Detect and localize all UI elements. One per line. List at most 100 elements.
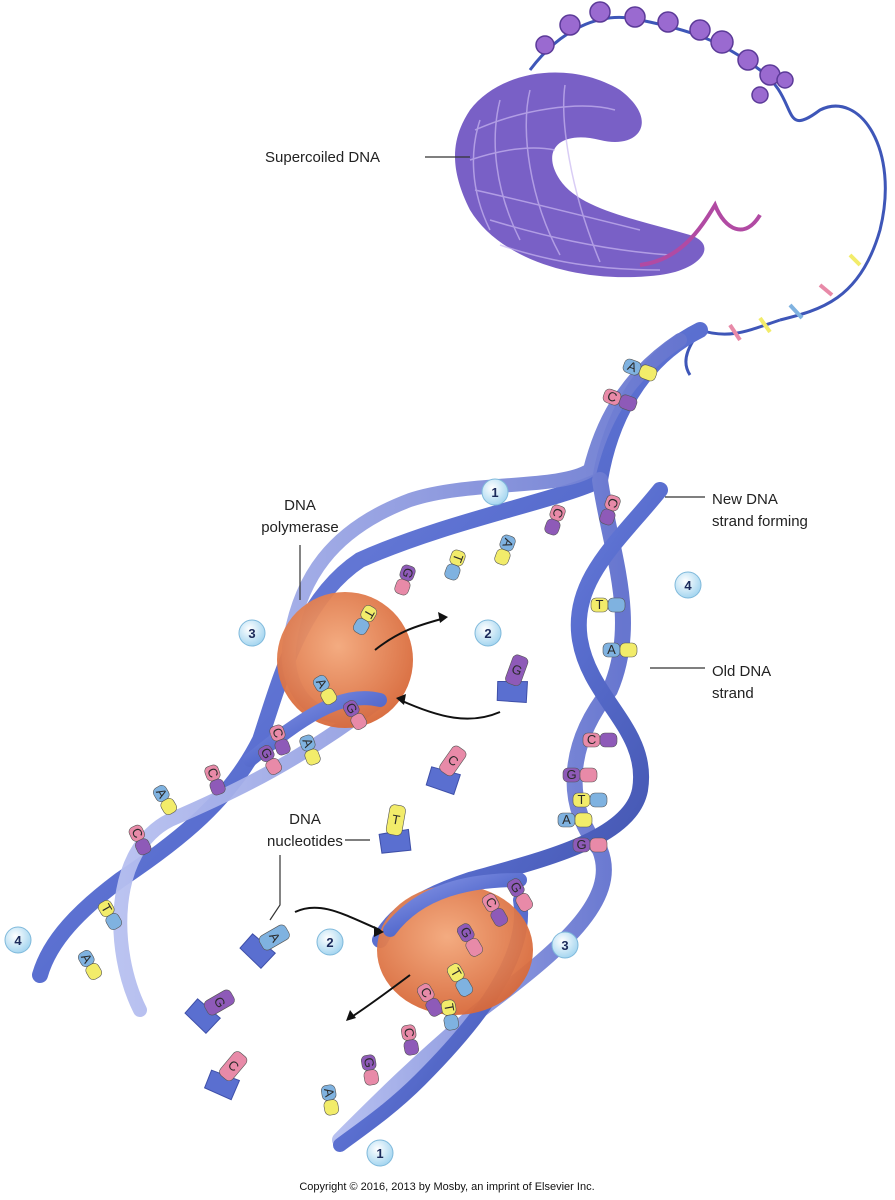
base-letter: C [401,1027,417,1039]
right-base-pair: A [622,358,658,382]
supercoiled-dna [455,1,887,376]
step-badge: 1 [366,1139,394,1167]
label-supercoiled-dna: Supercoiled DNA [265,149,380,166]
step-badge: 2 [474,619,502,647]
right-base-pair: C [582,732,618,748]
free-nucleotide: G [496,654,529,704]
step-badge-number: 3 [248,626,255,641]
base-letter: T [596,597,604,612]
label-new-strand-line2: strand forming [712,513,808,530]
lower-base-pair: T [440,999,460,1031]
thin-helix-rungs [728,253,862,342]
arrow-out-lower [349,974,411,1019]
label-polymerase-line2: polymerase [261,519,339,536]
dna-polymerase-lower [377,885,533,1015]
arrow-heads [346,612,448,1021]
base-letter: G [399,566,417,581]
right-base-pair: T [446,963,474,997]
right-base-pair: C [602,388,638,412]
upper-base-pair: C [204,764,226,796]
base-letter: T [441,1002,457,1012]
step-badge: 3 [551,931,579,959]
upper-base-pair: G [394,564,417,596]
supercoil-mass [455,72,705,278]
right-base-pair: A [557,812,593,828]
step-badge-number: 2 [484,626,491,641]
upper-base-pair: G [258,745,283,775]
base-letter: T [578,792,586,807]
base-letter: G [576,837,586,852]
supercoil-tail [639,200,762,267]
label-polymerase-line1: DNA [284,497,316,514]
lower-base-pair: A [320,1084,340,1116]
base-letter: T [391,812,401,828]
base-letter: G [566,767,576,782]
step-badge-number: 1 [491,485,498,500]
nucleosome-beads [535,1,794,104]
right-base-pair: G [506,878,534,912]
upper-base-pair: A [152,785,178,815]
free-nucleotide: T [378,804,412,854]
lower-base-pair: C [401,1024,420,1056]
upper-base-pair: T [444,549,466,581]
upper-base-pair: A [494,534,517,566]
lower-base-pair: G [361,1054,380,1086]
free-nucleotide: A [239,924,290,970]
step-badge-number: 1 [376,1146,383,1161]
upper-base-pair: T [352,605,378,635]
step-badge: 4 [674,571,702,599]
label-old-strand-line1: Old DNA [712,663,771,680]
arrow-in-upper [399,699,501,720]
base-letter: G [361,1056,378,1069]
step-badge-number: 4 [684,578,692,593]
base-letter: A [321,1087,337,1098]
upper-base-pair: C [269,724,291,756]
label-new-strand-line1: New DNA [712,491,778,508]
upper-base-pair: C [129,824,152,856]
step-badge-number: 2 [326,935,333,950]
right-base-pair: C [481,893,509,927]
strand-over-polymerase-lower [383,873,527,937]
copyright-notice: Copyright © 2016, 2013 by Mosby, an impr… [299,1181,594,1193]
upper-base-pair: G [343,700,368,730]
label-old-strand-line2: strand [712,685,754,702]
step-badge: 4 [4,926,32,954]
supercoil-texture [469,84,671,271]
right-base-pair: G [562,767,598,783]
label-nucleotides-line1: DNA [289,811,321,828]
upper-base-pair: T [97,900,123,930]
step-badge-number: 3 [561,938,568,953]
upper-base-pair: C [544,504,567,536]
label-nucleotides-line2: nucleotides [267,833,343,850]
old-dna-strand-right [332,472,631,1148]
upper-base-pair: C [599,494,622,526]
upper-base-pair: A [77,950,103,980]
right-base-pair: G [456,923,484,957]
arrow-in-lower [294,906,381,931]
base-letter: C [587,732,596,747]
step-badge: 2 [316,928,344,956]
base-letter: A [607,642,616,657]
leader-nucleotides-b [269,855,281,921]
leader-lines [269,156,705,921]
right-base-pair: G [572,837,608,853]
arrow-out-upper [374,617,446,651]
base-letter: A [562,812,571,827]
right-base-pair: C [416,983,444,1017]
upper-base-pair: A [312,675,338,705]
free-nucleotide: C [425,745,467,796]
step-badge: 1 [481,478,509,506]
step-badges: 1 2 3 4 1 2 3 4 [4,478,702,1167]
lower-helix [332,472,668,1152]
step-badge-number: 4 [14,933,22,948]
motion-arrows [294,617,501,1019]
right-base-pair: T [572,792,608,808]
chromatin-strand [528,15,887,322]
free-nucleotide: C [203,1051,248,1101]
right-base-pair: A [602,642,638,658]
step-badge: 3 [238,619,266,647]
